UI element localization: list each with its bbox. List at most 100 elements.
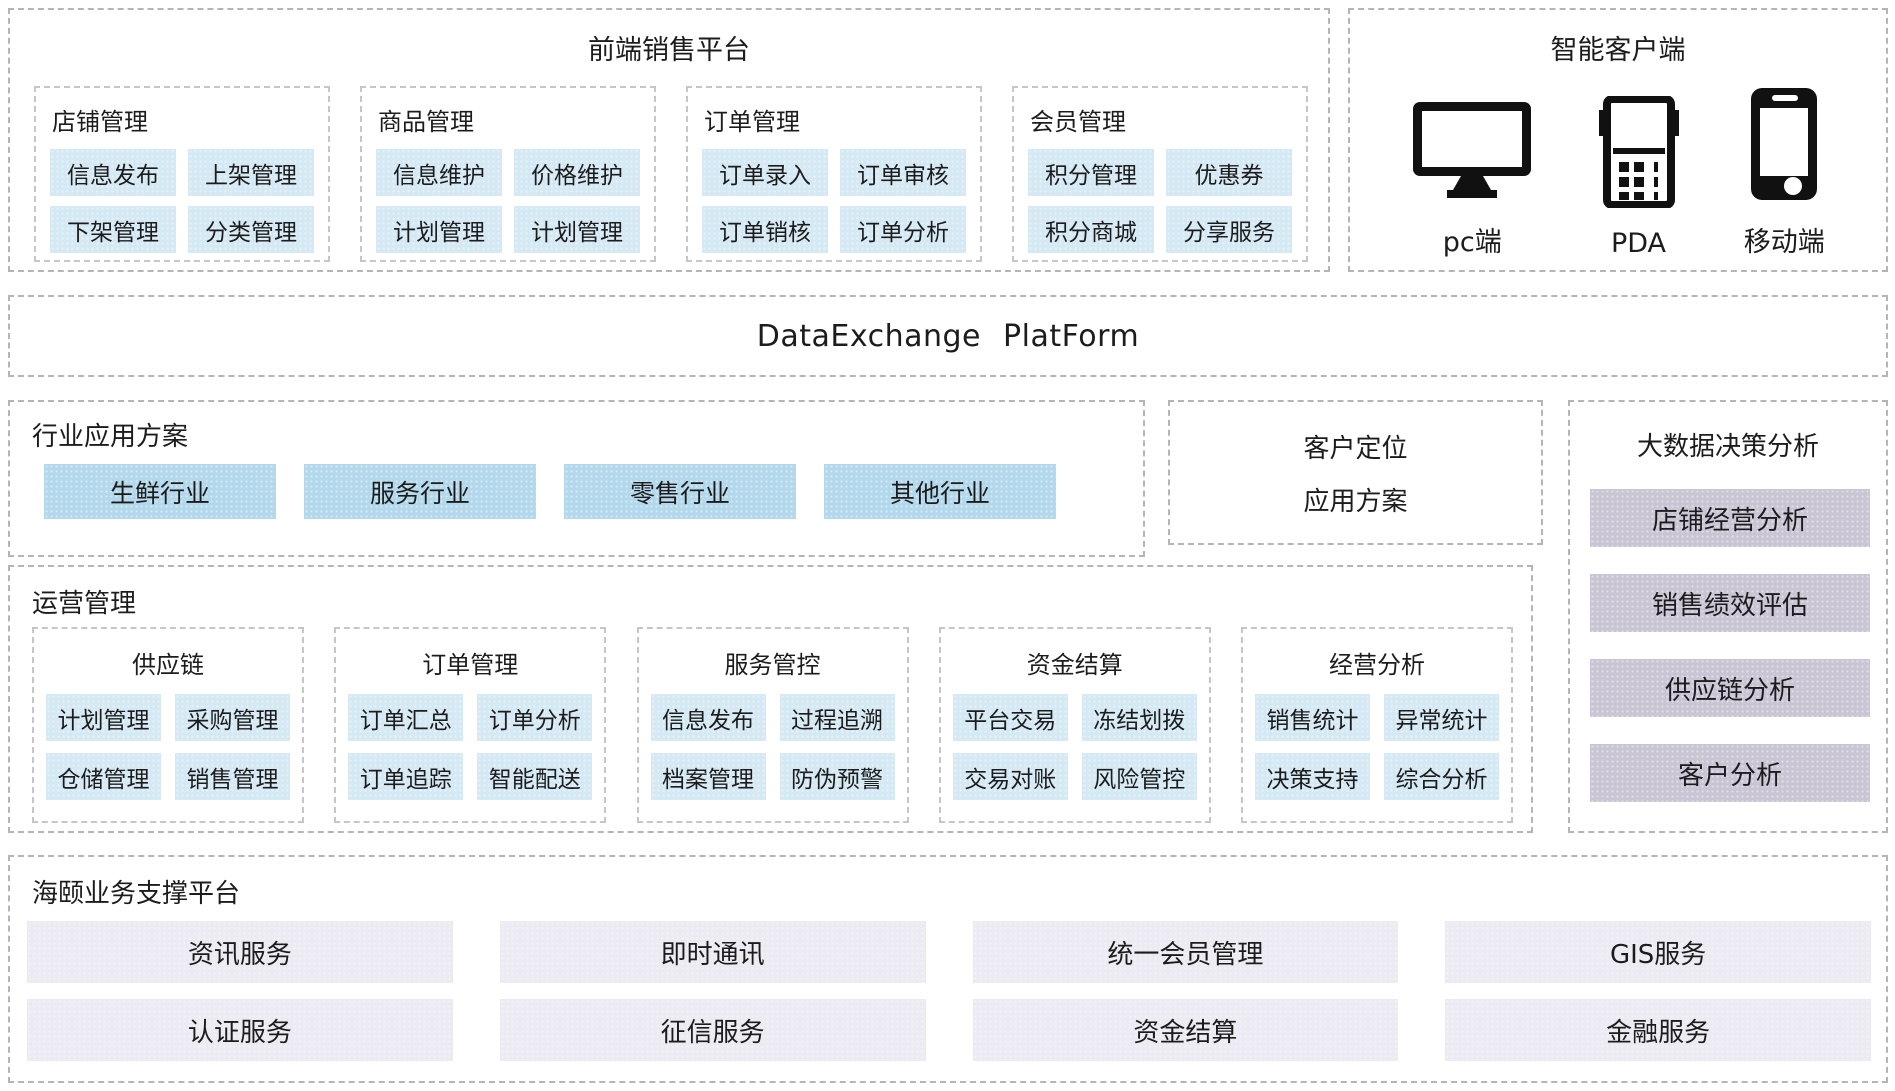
device-pc: pc端 xyxy=(1411,100,1533,259)
group-grid: 订单汇总 订单分析 订单追踪 智能配送 xyxy=(348,694,593,800)
module-chip: 信息发布 xyxy=(50,149,176,196)
support-platform-section: 海颐业务支撑平台 资讯服务 即时通讯 统一会员管理 GIS服务 认证服务 征信服… xyxy=(8,855,1888,1083)
module-chip: 防伪预警 xyxy=(779,753,895,800)
group-order-management-ops: 订单管理 订单汇总 订单分析 订单追踪 智能配送 xyxy=(334,627,607,823)
module-chip: 优惠券 xyxy=(1166,149,1292,196)
service-chip: 即时通讯 xyxy=(499,921,926,983)
front-groups-row: 店铺管理 信息发布 上架管理 下架管理 分类管理 商品管理 信息维护 价格维护 … xyxy=(34,86,1308,262)
data-exchange-platform-section: DataExchange PlatForm xyxy=(8,295,1888,377)
module-chip: 订单汇总 xyxy=(348,694,464,741)
module-chip: 分享服务 xyxy=(1166,206,1292,253)
module-chip: 仓储管理 xyxy=(46,753,161,800)
group-order-management-front: 订单管理 订单录入 订单审核 订单销核 订单分析 xyxy=(686,86,982,262)
module-chip: 订单分析 xyxy=(840,206,966,253)
industry-solutions-section: 行业应用方案 生鲜行业 服务行业 零售行业 其他行业 xyxy=(8,400,1145,557)
front-sales-platform-section: 前端销售平台 店铺管理 信息发布 上架管理 下架管理 分类管理 商品管理 信息维… xyxy=(8,8,1330,272)
module-chip: 冻结划拨 xyxy=(1081,694,1197,741)
smart-client-title: 智能客户端 xyxy=(1550,35,1686,66)
group-member-management: 会员管理 积分管理 优惠券 积分商城 分享服务 xyxy=(1012,86,1308,262)
module-chip: 风险管控 xyxy=(1081,753,1197,800)
group-title: 订单管理 xyxy=(422,651,519,679)
group-service-control: 服务管控 信息发布 过程追溯 档案管理 防伪预警 xyxy=(636,627,909,823)
group-grid: 计划管理 采购管理 仓储管理 销售管理 xyxy=(46,694,290,800)
device-label: PDA xyxy=(1610,228,1667,259)
big-data-chip: 店铺经营分析 xyxy=(1590,489,1870,547)
service-chip: 征信服务 xyxy=(499,999,926,1061)
customer-positioning-section: 客户定位 应用方案 xyxy=(1168,400,1543,545)
industry-chips-row: 生鲜行业 服务行业 零售行业 其他行业 xyxy=(44,464,1056,519)
module-chip: 计划管理 xyxy=(46,694,161,741)
industry-chip: 其他行业 xyxy=(824,464,1056,519)
group-grid: 平台交易 冻结划拨 交易对账 风险管控 xyxy=(952,694,1197,800)
group-grid: 积分管理 优惠券 积分商城 分享服务 xyxy=(1028,149,1292,253)
module-chip: 价格维护 xyxy=(514,149,640,196)
group-product-management: 商品管理 信息维护 价格维护 计划管理 计划管理 xyxy=(360,86,656,262)
group-title: 订单管理 xyxy=(704,108,800,136)
group-title: 供应链 xyxy=(132,651,204,679)
front-sales-platform-title: 前端销售平台 xyxy=(588,35,750,66)
service-chip: 统一会员管理 xyxy=(972,921,1399,983)
industry-solutions-title: 行业应用方案 xyxy=(32,422,189,452)
module-chip: 分类管理 xyxy=(188,206,314,253)
group-business-analysis: 经营分析 销售统计 异常统计 决策支持 综合分析 xyxy=(1241,627,1513,823)
group-title: 会员管理 xyxy=(1030,108,1126,136)
support-platform-title: 海颐业务支撑平台 xyxy=(32,879,241,909)
module-chip: 销售管理 xyxy=(175,753,290,800)
pda-icon xyxy=(1595,95,1683,209)
service-chip: 金融服务 xyxy=(1445,999,1871,1061)
module-chip: 上架管理 xyxy=(188,149,314,196)
group-store-management: 店铺管理 信息发布 上架管理 下架管理 分类管理 xyxy=(34,86,330,262)
big-data-analysis-section: 大数据决策分析 店铺经营分析 销售绩效评估 供应链分析 客户分析 xyxy=(1568,400,1888,833)
monitor-icon xyxy=(1411,100,1533,200)
module-chip: 智能配送 xyxy=(477,753,593,800)
group-title: 服务管控 xyxy=(724,651,821,679)
module-chip: 交易对账 xyxy=(952,753,1068,800)
module-chip: 档案管理 xyxy=(650,753,766,800)
industry-chip: 零售行业 xyxy=(564,464,796,519)
module-chip: 订单销核 xyxy=(702,206,828,253)
big-data-chip: 客户分析 xyxy=(1590,744,1870,802)
module-chip: 平台交易 xyxy=(952,694,1068,741)
service-chip: GIS服务 xyxy=(1445,921,1871,983)
module-chip: 计划管理 xyxy=(376,206,502,253)
module-chip: 订单录入 xyxy=(702,149,828,196)
group-title: 资金结算 xyxy=(1026,651,1123,679)
group-supply-chain: 供应链 计划管理 采购管理 仓储管理 销售管理 xyxy=(32,627,304,823)
customer-positioning-line1: 客户定位 xyxy=(1303,433,1408,464)
big-data-chip: 供应链分析 xyxy=(1590,659,1870,717)
group-grid: 信息发布 上架管理 下架管理 分类管理 xyxy=(50,149,314,253)
group-title: 店铺管理 xyxy=(52,108,148,136)
group-grid: 销售统计 异常统计 决策支持 综合分析 xyxy=(1255,694,1499,800)
module-chip: 信息维护 xyxy=(376,149,502,196)
module-chip: 下架管理 xyxy=(50,206,176,253)
device-label: 移动端 xyxy=(1743,227,1825,258)
group-grid: 信息维护 价格维护 计划管理 计划管理 xyxy=(376,149,640,253)
industry-chip: 服务行业 xyxy=(304,464,536,519)
service-chip: 资金结算 xyxy=(972,999,1399,1061)
group-title: 经营分析 xyxy=(1329,651,1425,679)
module-chip: 订单审核 xyxy=(840,149,966,196)
big-data-analysis-title: 大数据决策分析 xyxy=(1636,432,1819,462)
module-chip: 采购管理 xyxy=(175,694,290,741)
industry-chip: 生鲜行业 xyxy=(44,464,276,519)
group-grid: 信息发布 过程追溯 档案管理 防伪预警 xyxy=(650,694,895,800)
group-fund-settlement: 资金结算 平台交易 冻结划拨 交易对账 风险管控 xyxy=(938,627,1211,823)
module-chip: 异常统计 xyxy=(1384,694,1499,741)
devices-row: pc端 xyxy=(1350,88,1886,259)
module-chip: 订单分析 xyxy=(477,694,593,741)
operations-groups-row: 供应链 计划管理 采购管理 仓储管理 销售管理 订单管理 订单汇总 订单分析 订… xyxy=(32,627,1513,823)
module-chip: 决策支持 xyxy=(1255,753,1370,800)
module-chip: 积分商城 xyxy=(1028,206,1154,253)
big-data-chips-column: 店铺经营分析 销售绩效评估 供应链分析 客户分析 xyxy=(1590,489,1870,802)
operations-management-section: 运营管理 供应链 计划管理 采购管理 仓储管理 销售管理 订单管理 订单汇总 订… xyxy=(8,565,1533,833)
device-mobile: 移动端 xyxy=(1744,88,1825,259)
module-chip: 订单追踪 xyxy=(348,753,464,800)
device-label: pc端 xyxy=(1442,227,1502,258)
mobile-icon xyxy=(1751,88,1818,200)
data-exchange-platform-title: DataExchange PlatForm xyxy=(756,318,1140,354)
big-data-chip: 销售绩效评估 xyxy=(1590,574,1870,632)
service-chip: 认证服务 xyxy=(27,999,453,1061)
module-chip: 过程追溯 xyxy=(779,694,895,741)
module-chip: 积分管理 xyxy=(1028,149,1154,196)
